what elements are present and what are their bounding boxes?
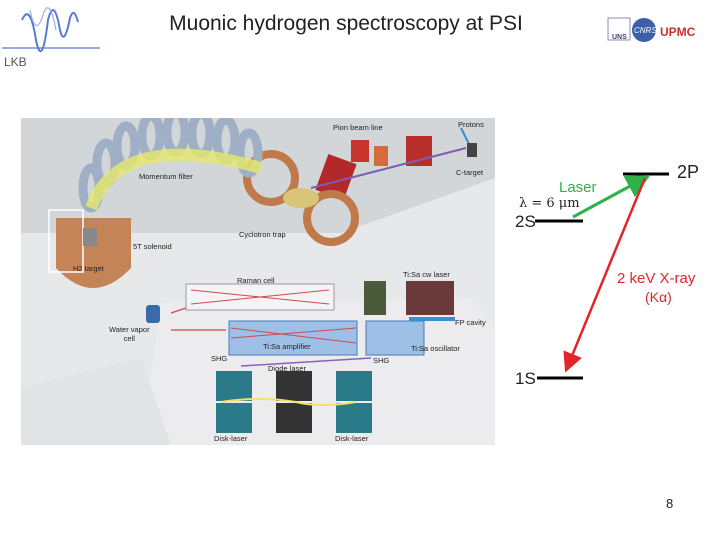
experimental-setup-figure: Protons Pion beam line C-target Momentum… <box>21 118 495 445</box>
label-2s: 2S <box>515 212 536 231</box>
slide-title: Muonic hydrogen spectroscopy at PSI <box>169 12 523 35</box>
label-k-alpha: (Kα) <box>645 289 672 305</box>
label-diode-laser: Diode laser <box>268 364 306 373</box>
lkb-logo-text: LKB <box>4 55 27 69</box>
cnrs-logo-text: CNRS <box>634 26 657 35</box>
upmc-logo-text: UPMC <box>660 25 696 39</box>
label-xray: 2 keV X-ray <box>617 270 696 287</box>
label-tisa-amplifier: Ti:Sa amplifier <box>263 342 311 351</box>
slide-number: 8 <box>666 496 674 511</box>
label-c-target: C-target <box>456 168 484 177</box>
label-momentum-filter: Momentum filter <box>139 172 193 181</box>
label-laser: Laser <box>559 179 597 196</box>
label-wavelength: λ = 6 μm <box>519 196 580 211</box>
label-protons: Protons <box>458 120 484 129</box>
label-disk-laser-right: Disk-laser <box>335 434 369 443</box>
label-disk-laser-left: Disk-laser <box>214 434 248 443</box>
laser-arrow <box>572 175 651 219</box>
label-fp-cavity: FP cavity <box>455 318 486 327</box>
energy-level-diagram: 2P 2S 1S Laser λ = 6 μm 2 keV X-ray (Kα) <box>495 150 720 410</box>
xray-arrow <box>563 177 647 373</box>
label-raman-cell: Raman cell <box>237 276 275 285</box>
label-shg-left: SHG <box>211 354 228 363</box>
label-tisa-cw-laser: Ti:Sa cw laser <box>403 270 450 279</box>
label-pion-beam-line: Pion beam line <box>333 123 383 132</box>
uns-logo-text: UNS <box>612 34 627 41</box>
label-shg-right: SHG <box>373 356 390 365</box>
institution-logos: UNS CNRS UPMC <box>606 14 716 46</box>
label-tisa-oscillator: Ti:Sa oscillator <box>411 344 460 353</box>
label-water-vapor-cell: Water vapor cell <box>109 325 150 343</box>
lkb-logo: LKB <box>0 0 100 75</box>
label-1s: 1S <box>515 369 536 388</box>
label-st-solenoid: 5T solenoid <box>133 242 172 251</box>
label-cyclotron-trap: Cyclotron trap <box>239 230 286 239</box>
label-h2-target: H2 target <box>73 264 104 273</box>
label-2p: 2P <box>677 162 700 182</box>
